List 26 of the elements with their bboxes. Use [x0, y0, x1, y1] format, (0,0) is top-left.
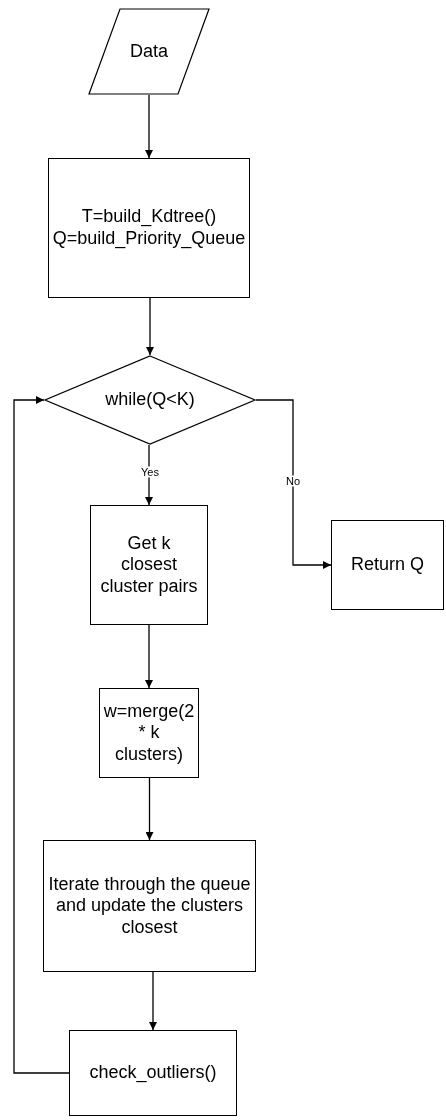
process-box — [90, 505, 208, 625]
decision-diamond — [44, 355, 256, 445]
process-box — [99, 688, 199, 778]
data-parallelogram — [88, 8, 210, 95]
arrow — [145, 444, 153, 506]
node-text: while(Q<K) — [105, 389, 195, 411]
edge-label: Yes — [140, 466, 160, 478]
node-text: Return Q — [351, 554, 424, 576]
node-text: Data — [130, 40, 168, 63]
process-box — [331, 520, 444, 610]
node-text: Get k closest cluster pairs — [99, 532, 199, 598]
arrow — [145, 94, 153, 159]
process-box — [43, 840, 256, 972]
arrow — [145, 777, 154, 841]
node-text: Iterate through the queue and update the clusters closest — [48, 873, 251, 939]
edge-label: No — [284, 475, 302, 487]
node-text: check_outliers() — [89, 1062, 217, 1084]
arrow — [146, 297, 154, 356]
node-text: T=build_Kdtree() Q=build_Priority_Queue — [52, 206, 246, 250]
arrow — [145, 624, 153, 689]
arrow — [149, 971, 157, 1031]
arrow — [255, 399, 332, 569]
arrow — [13, 396, 70, 1074]
node-text: w=merge(2 * k clusters) — [103, 700, 195, 766]
process-box — [69, 1030, 237, 1116]
process-box — [48, 158, 250, 298]
